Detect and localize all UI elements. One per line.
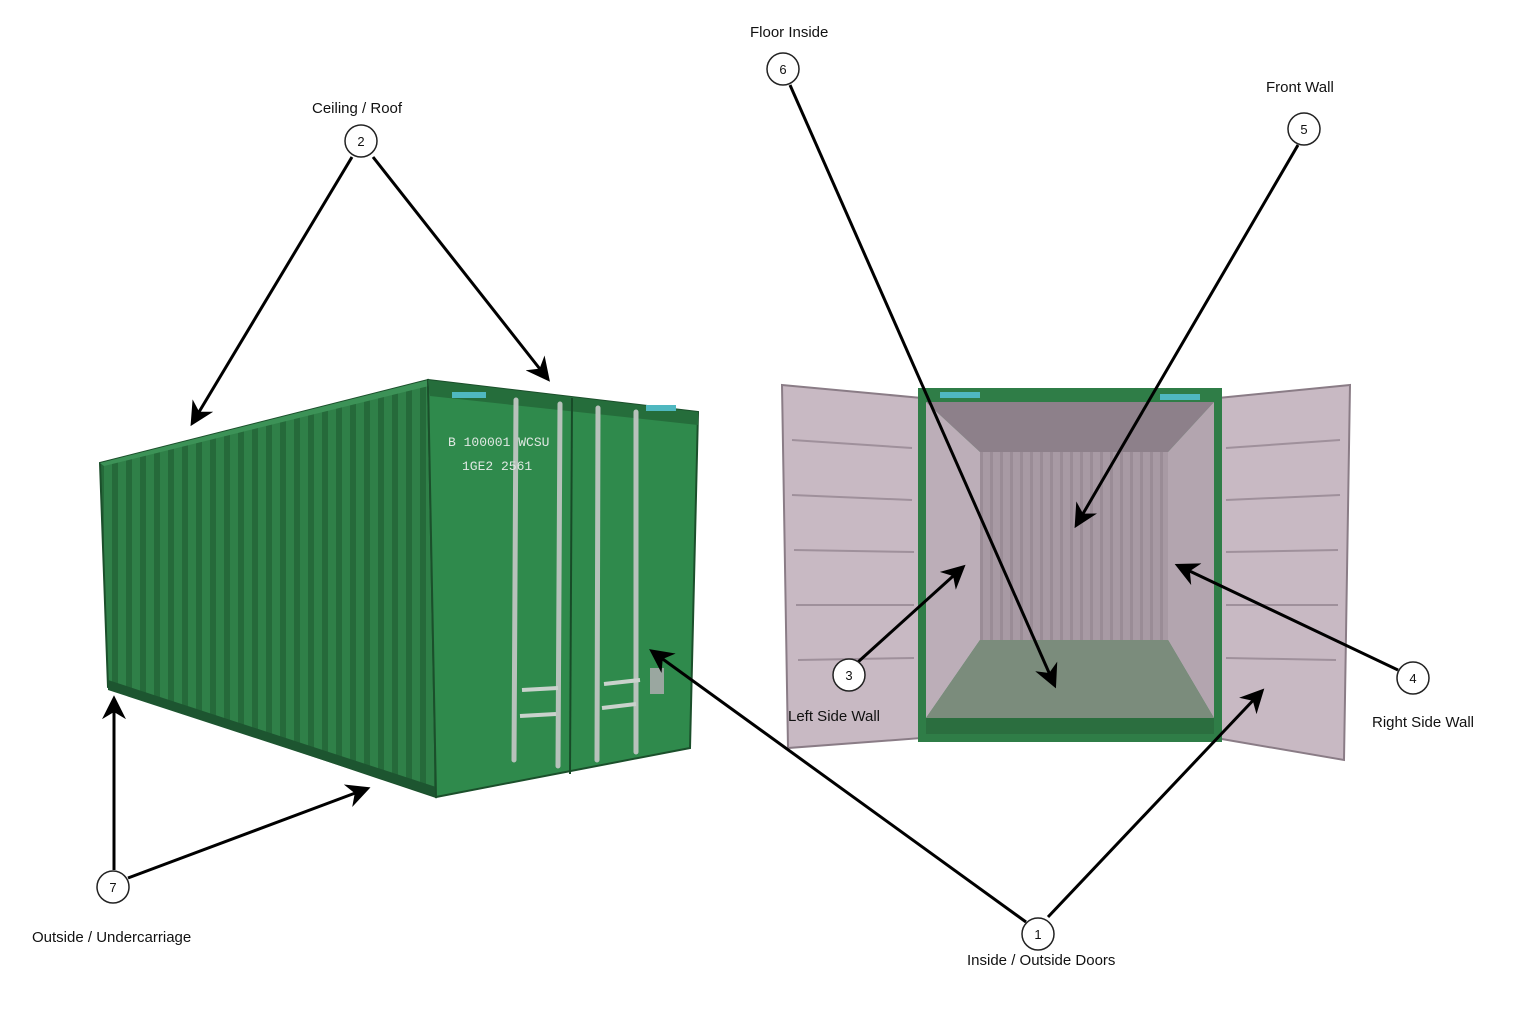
hazard-stripe bbox=[1160, 394, 1200, 400]
container-roof-edge bbox=[100, 380, 445, 466]
closed-container-illustration: B 100001 WCSU 1GE2 2561 bbox=[98, 378, 700, 799]
label-right-side-wall: Right Side Wall bbox=[1372, 714, 1474, 731]
arrow-5 bbox=[1074, 144, 1300, 529]
label-left-side-wall: Left Side Wall bbox=[788, 708, 880, 725]
arrow-4 bbox=[1174, 563, 1399, 672]
callout-circle-6 bbox=[766, 52, 800, 86]
callout-number-1: 1 bbox=[1034, 927, 1041, 942]
arrow-2-left bbox=[190, 156, 354, 427]
callout-circles bbox=[96, 52, 1430, 951]
door-sill bbox=[926, 718, 1214, 734]
arrow-1-left bbox=[649, 649, 1027, 924]
door-panel-lines bbox=[791, 439, 1341, 661]
left-open-door bbox=[780, 383, 923, 750]
interior-left-wall bbox=[926, 402, 980, 718]
callout-circle-1 bbox=[1021, 917, 1055, 951]
callout-arrows bbox=[102, 84, 1399, 924]
interior-floor bbox=[926, 640, 1214, 718]
door-handles bbox=[519, 678, 641, 718]
hazard-stripe bbox=[646, 405, 676, 411]
container-marking-line2: 1GE2 2561 bbox=[462, 459, 532, 474]
open-container-illustration bbox=[780, 383, 1352, 762]
interior-right-wall bbox=[1168, 402, 1214, 718]
label-inside-outside-doors: Inside / Outside Doors bbox=[967, 952, 1116, 969]
arrow-7-right bbox=[127, 784, 371, 880]
arrow-1-right bbox=[1046, 688, 1265, 919]
label-outside-undercarriage: Outside / Undercarriage bbox=[32, 929, 192, 946]
container-bottom-rail bbox=[108, 680, 436, 797]
callout-number-6: 6 bbox=[779, 62, 786, 77]
callout-circle-2 bbox=[344, 124, 378, 158]
hazard-stripe bbox=[452, 392, 486, 398]
arrow-6 bbox=[788, 84, 1058, 689]
callout-circle-3 bbox=[832, 658, 866, 692]
hazard-stripe bbox=[940, 392, 980, 398]
callout-circle-5 bbox=[1287, 112, 1321, 146]
callout-number-3: 3 bbox=[845, 668, 852, 683]
callout-number-5: 5 bbox=[1300, 122, 1307, 137]
container-marking-line1: B 100001 WCSU bbox=[448, 435, 549, 450]
callout-number-7: 7 bbox=[109, 880, 116, 895]
label-ceiling-roof: Ceiling / Roof bbox=[312, 100, 403, 117]
callout-number-4: 4 bbox=[1409, 671, 1416, 686]
data-plate bbox=[650, 668, 664, 694]
arrow-3 bbox=[856, 564, 966, 664]
callout-circle-4 bbox=[1396, 661, 1430, 695]
arrow-2-right bbox=[371, 156, 550, 382]
door-locking-bars bbox=[511, 397, 639, 769]
label-floor-inside: Floor Inside bbox=[750, 24, 829, 41]
label-front-wall: Front Wall bbox=[1266, 79, 1334, 96]
interior-front-wall bbox=[980, 452, 1168, 640]
container-door-header bbox=[428, 380, 698, 425]
callout-circle-7 bbox=[96, 870, 130, 904]
callout-number-2: 2 bbox=[357, 134, 364, 149]
